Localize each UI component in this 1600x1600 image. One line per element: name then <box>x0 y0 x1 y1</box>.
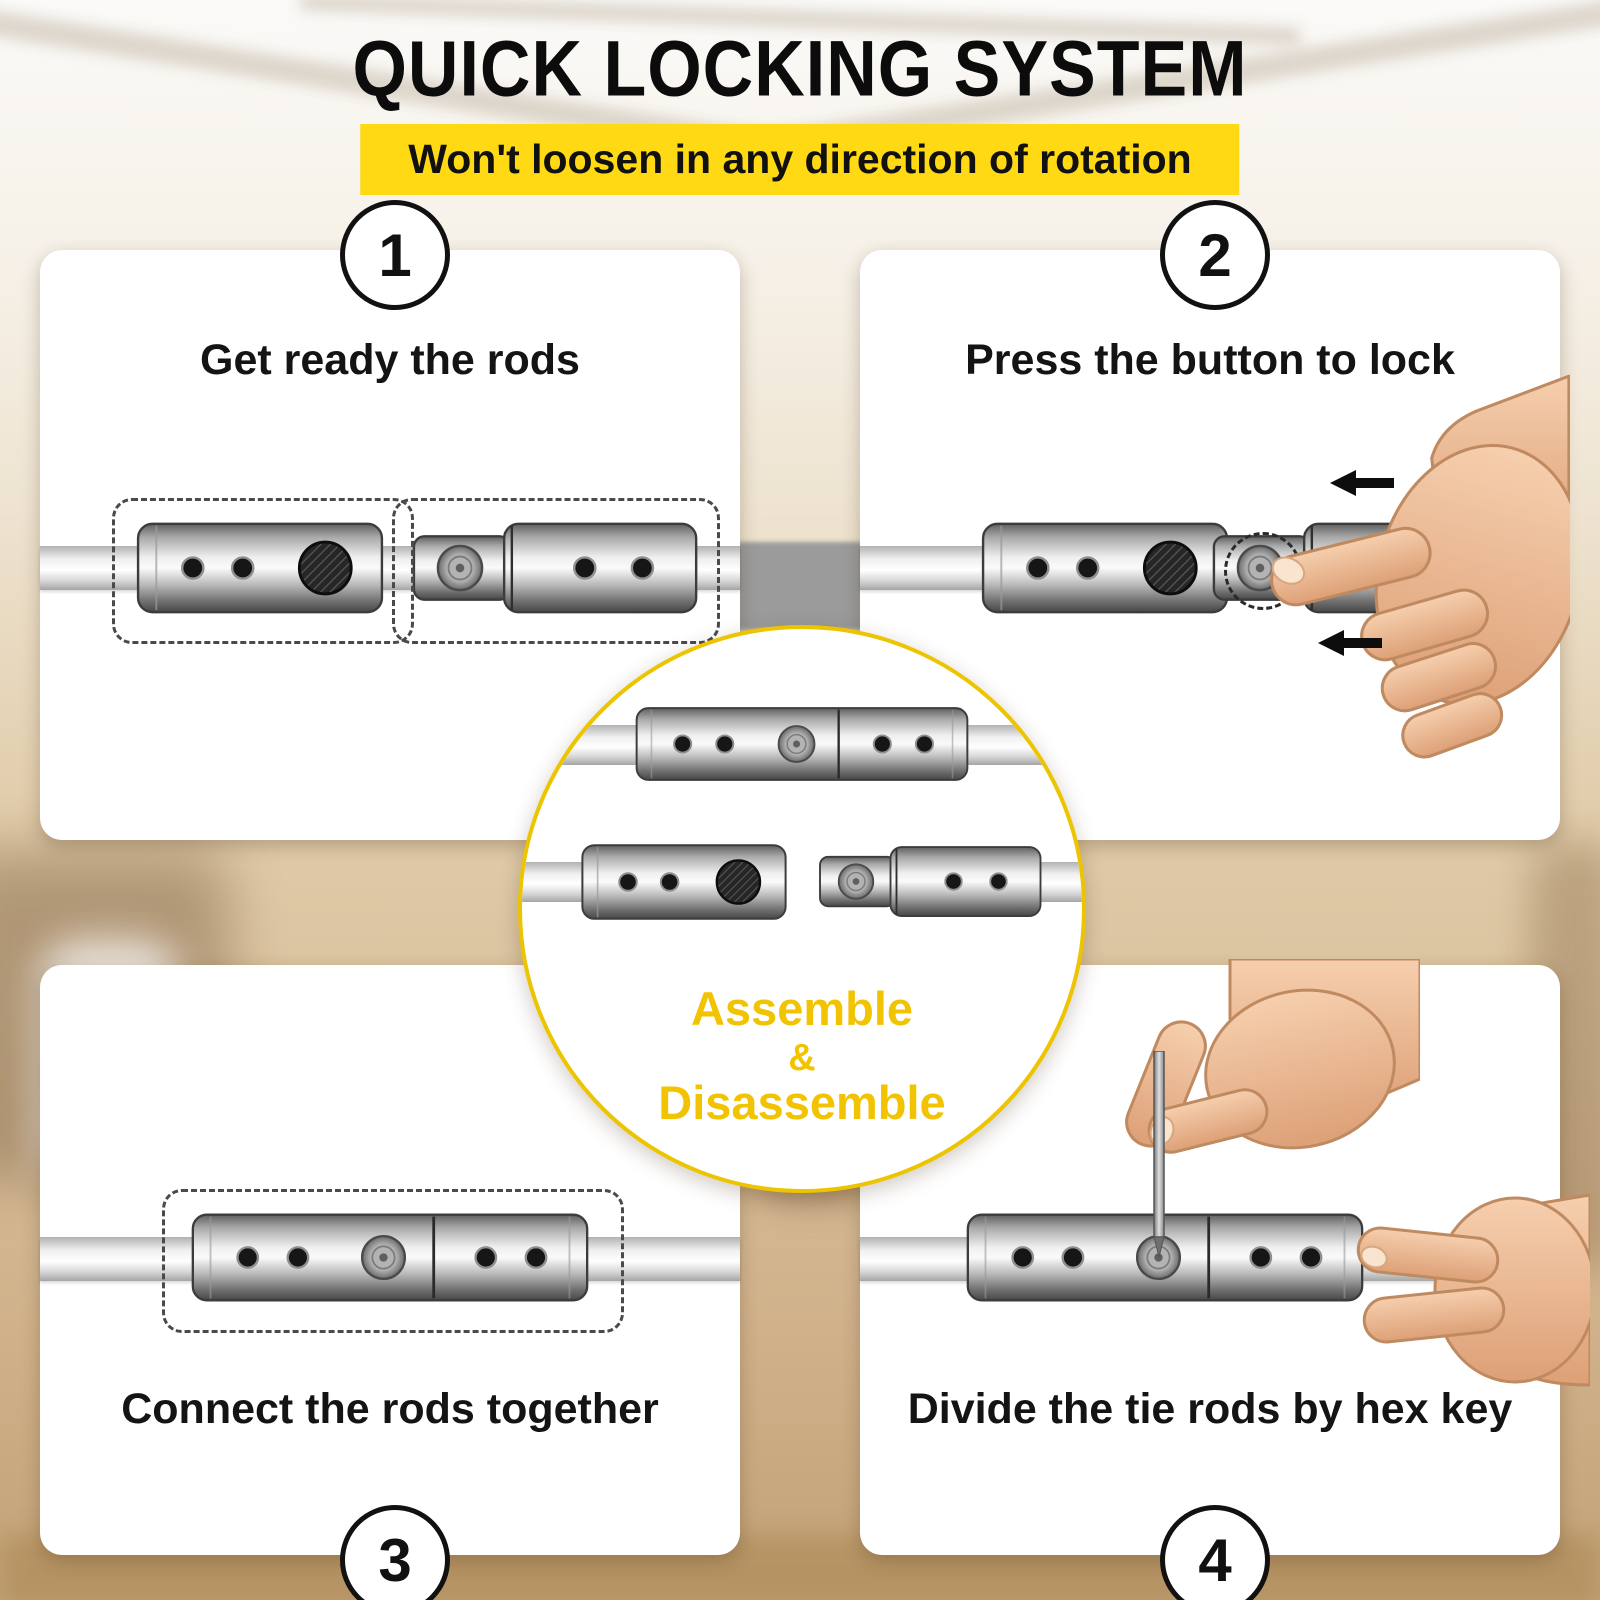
step-number: 1 <box>378 221 412 289</box>
step-number-badge-2: 2 <box>1160 200 1270 310</box>
step-number: 3 <box>378 1526 412 1594</box>
highlight-box <box>392 498 720 644</box>
step-3-caption: Connect the rods together <box>121 1385 659 1433</box>
hand-press-icon <box>1230 370 1570 800</box>
rod-end-socket-illustration <box>580 842 788 922</box>
step-panel-1: Get ready the rods <box>40 250 740 840</box>
subtitle-banner: Won't loosen in any direction of rotatio… <box>360 124 1240 195</box>
step-1-caption: Get ready the rods <box>200 336 580 384</box>
hand-hold-icon <box>1340 1175 1590 1405</box>
step-number: 2 <box>1198 221 1232 289</box>
step-number-badge-4: 4 <box>1160 1505 1270 1600</box>
arrow-left-icon <box>1330 470 1394 496</box>
arrow-left-icon <box>1318 630 1382 656</box>
hex-key-icon <box>1153 1051 1165 1258</box>
assemble-label: Assemble <box>690 982 914 1035</box>
rod-end-socket-illustration <box>980 520 1230 616</box>
step-number: 4 <box>1198 1526 1232 1594</box>
background-detail <box>728 542 864 630</box>
page-title: QUICK LOCKING SYSTEM <box>352 25 1248 113</box>
joined-connector-illustration <box>634 705 970 783</box>
step-number-badge-3: 3 <box>340 1505 450 1600</box>
step-4-caption: Divide the tie rods by hex key <box>907 1385 1513 1433</box>
rod-end-plug-illustration <box>818 844 1044 919</box>
highlight-box <box>112 498 414 644</box>
step-2-caption: Press the button to lock <box>965 336 1455 384</box>
highlight-box <box>162 1189 624 1333</box>
ampersand-label: & <box>788 1037 816 1079</box>
disassemble-label: Disassemble <box>658 1076 946 1129</box>
step-number-badge-1: 1 <box>340 200 450 310</box>
assembly-badge: Assemble & Disassemble <box>518 625 1086 1193</box>
